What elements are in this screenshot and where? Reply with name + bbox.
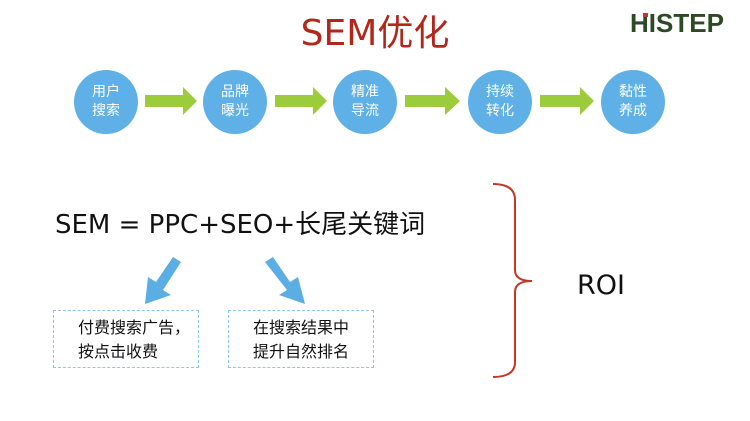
- flow-arrow-icon: [540, 87, 594, 115]
- down-arrow-icon: [145, 257, 181, 304]
- flow-arrow-icon: [275, 87, 327, 115]
- flow-step-conversion: 持续转化: [468, 70, 532, 134]
- seo-description-box: 在搜索结果中提升自然排名: [228, 310, 374, 368]
- flow-arrow-icon: [145, 87, 197, 115]
- down-arrow-icon: [265, 257, 305, 304]
- flow-step-precise-traffic: 精准导流: [333, 70, 397, 134]
- ppc-description-box: 付费搜索广告，按点击收费: [53, 310, 199, 368]
- flow-arrow-icon: [405, 87, 460, 115]
- sem-formula: SEM = PPC+SEO+长尾关键词: [55, 210, 426, 240]
- slide-title: SEM优化: [300, 13, 450, 54]
- flow-step-retention: 黏性养成: [601, 70, 665, 134]
- roi-label: ROI: [577, 270, 625, 301]
- flow-step-brand-exposure: 品牌曝光: [203, 70, 267, 134]
- flow-step-user-search: 用户搜索: [74, 70, 138, 134]
- logo-dot: [643, 13, 648, 17]
- brace-icon: [492, 183, 533, 378]
